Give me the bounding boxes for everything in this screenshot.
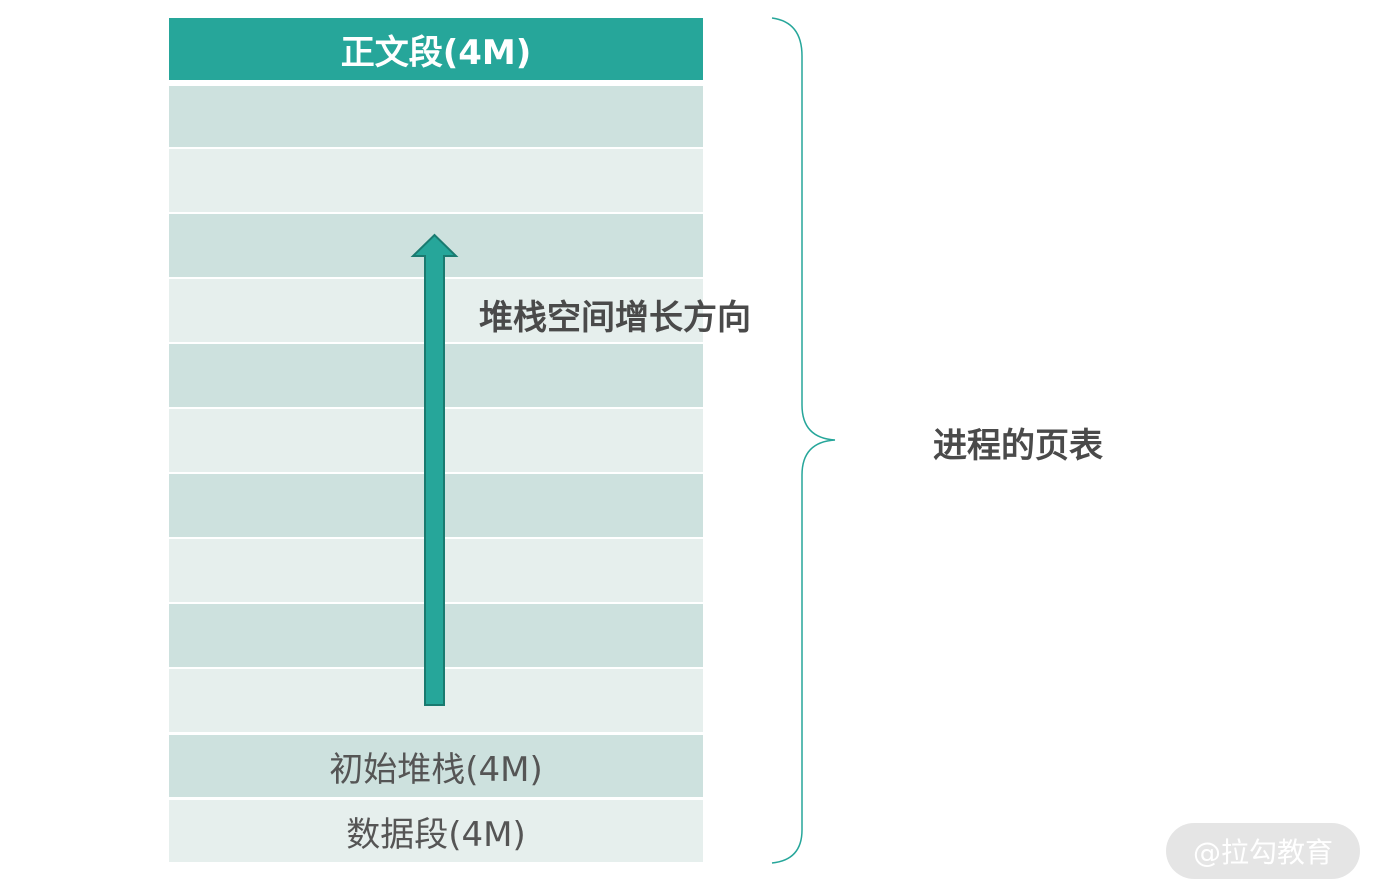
page-row: [169, 604, 703, 667]
page-row: [169, 539, 703, 602]
page-row: 数据段(4M): [169, 800, 703, 862]
page-row-label: 正文段(4M): [340, 32, 532, 73]
page-row: [169, 149, 703, 212]
page-row: [169, 86, 703, 147]
watermark-badge: @拉勾教育: [1166, 823, 1360, 879]
page-row-label: 数据段(4M): [346, 814, 526, 855]
process-page-table-label: 进程的页表: [933, 426, 1103, 466]
page-row-label: 初始堆栈(4M): [329, 749, 543, 790]
page-table-brace: [771, 17, 836, 864]
watermark-text: @拉勾教育: [1192, 836, 1333, 869]
page-row-text-segment: 正文段(4M): [169, 18, 703, 80]
page-row: [169, 669, 703, 732]
growth-direction-label: 堆栈空间增长方向: [479, 298, 751, 338]
page-row: [169, 409, 703, 472]
page-row: [169, 344, 703, 407]
page-row: 初始堆栈(4M): [169, 735, 703, 797]
page-row: [169, 214, 703, 277]
page-row: [169, 474, 703, 537]
